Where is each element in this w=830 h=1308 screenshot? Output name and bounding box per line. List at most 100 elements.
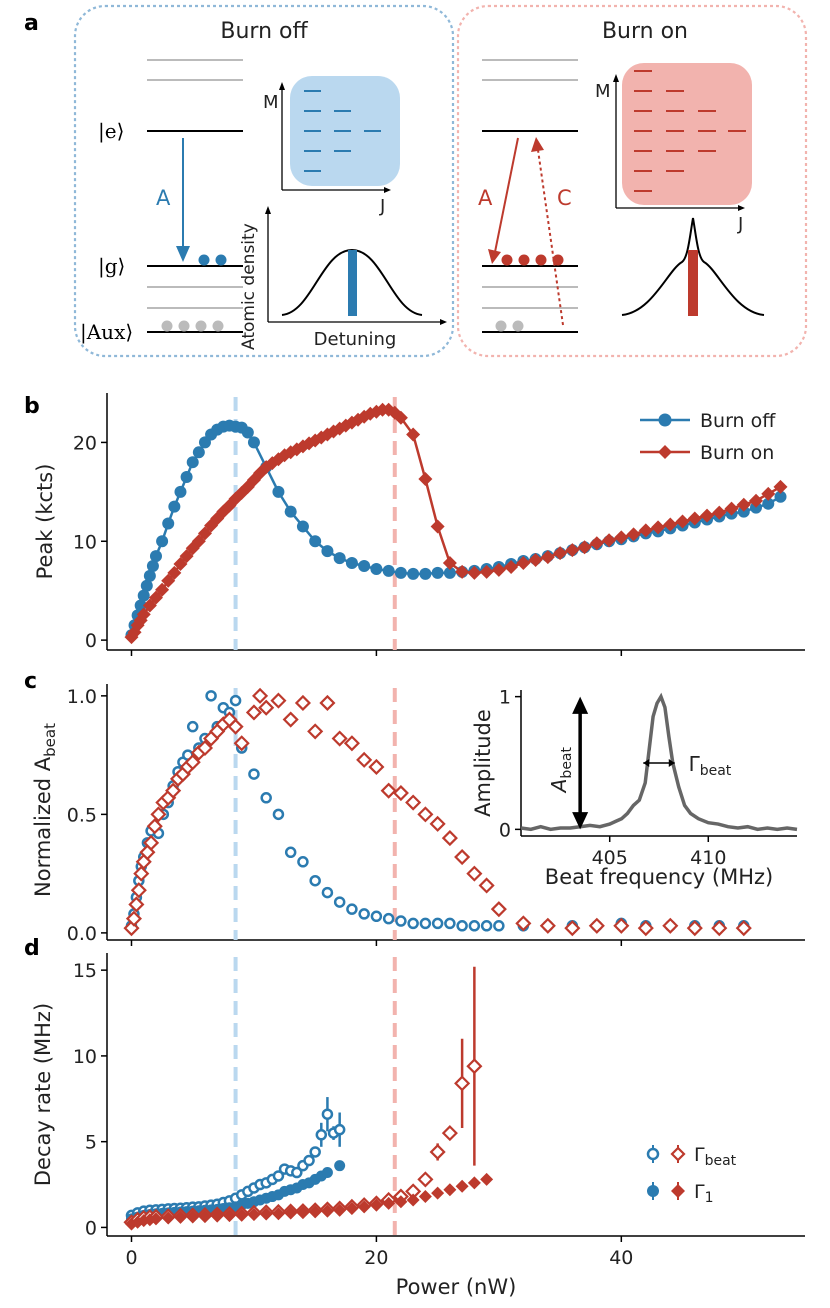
data-point — [260, 792, 272, 804]
gamma-beat-head — [668, 759, 675, 767]
legend-gamma-1-sub: 1 — [705, 1190, 714, 1206]
transition-a-label: A — [478, 186, 493, 210]
data-point — [320, 1204, 334, 1218]
data-point — [588, 917, 605, 934]
j-label: J — [737, 214, 743, 235]
legend-label-burn-off: Burn off — [700, 410, 776, 432]
atom-g — [518, 254, 530, 266]
state-g-label: |g⟩ — [98, 254, 125, 279]
data-point — [662, 917, 679, 934]
panel-c-ylabel: Normalized Abeat — [31, 723, 59, 897]
data-point — [186, 720, 199, 733]
data-point — [637, 920, 654, 937]
atom-aux — [161, 320, 173, 332]
j-axis-arrow — [738, 205, 745, 211]
data-point — [441, 830, 458, 847]
burn-off-spike — [348, 250, 357, 316]
x-tick-label: 405 — [592, 847, 628, 869]
legend-marker-beat-red — [670, 1146, 686, 1162]
data-point — [148, 590, 163, 605]
x-axis-title: Beat frequency (MHz) — [545, 865, 773, 889]
panel-a: a Burn off |e⟩ |g⟩ |Aux⟩ A M J — [24, 4, 808, 358]
burn-on-box — [456, 4, 808, 358]
data-point — [227, 718, 244, 735]
data-point — [480, 1172, 494, 1186]
data-point — [663, 517, 678, 532]
data-point — [272, 808, 285, 821]
density-label: Atomic density — [239, 223, 259, 350]
data-point — [651, 520, 666, 535]
data-point — [137, 589, 150, 602]
data-point — [418, 1190, 432, 1204]
data-point — [143, 834, 160, 851]
data-point — [394, 1195, 408, 1209]
data-point — [761, 486, 776, 501]
y-axis-title: Amplitude — [471, 709, 495, 817]
legend-marker-g1-blue — [647, 1185, 659, 1197]
data-point — [247, 1208, 261, 1222]
data-point — [165, 782, 182, 799]
data-point — [296, 1205, 310, 1219]
panel-letter-a: a — [24, 11, 39, 36]
data-point — [724, 501, 739, 516]
data-point — [735, 920, 752, 937]
burn-off-box — [73, 4, 455, 358]
data-point — [140, 579, 153, 592]
data-point — [272, 1170, 285, 1182]
data-point — [241, 426, 254, 439]
m-label: M — [595, 81, 611, 102]
data-point — [358, 908, 370, 920]
data-point — [155, 582, 170, 597]
y-tick-label: 0.0 — [67, 923, 97, 945]
legend-gamma-beat-sub: beat — [705, 1153, 737, 1169]
data-point — [130, 882, 147, 899]
data-point — [245, 704, 263, 721]
y-tick-label: 0 — [85, 630, 97, 652]
data-point — [380, 782, 397, 799]
data-point — [186, 1210, 200, 1224]
gamma-beat-label: Γbeat — [689, 752, 732, 779]
burn-on-spike — [688, 250, 698, 316]
data-point — [294, 694, 311, 712]
data-point — [334, 1160, 346, 1172]
data-point — [577, 540, 592, 555]
data-point — [773, 479, 788, 494]
data-point — [331, 730, 348, 747]
y-tick-label: 0 — [85, 1217, 97, 1239]
data-point — [516, 556, 531, 571]
transition-c-arrow — [537, 149, 564, 326]
y-axis-title: Peak (kcts) — [33, 464, 57, 580]
gamma-beat-head — [643, 759, 650, 767]
transition-c-arrowhead — [531, 137, 544, 152]
data-point — [343, 735, 360, 752]
x-tick-label: 410 — [690, 847, 726, 869]
legend-marker-g1-red — [671, 1184, 685, 1198]
y-tick-label: 0 — [499, 819, 511, 841]
data-point — [168, 500, 181, 513]
data-point — [174, 485, 187, 498]
j-axis-arrow — [384, 187, 391, 193]
atom-g — [198, 254, 210, 266]
data-point — [252, 687, 269, 704]
data-point — [179, 549, 194, 564]
data-point — [210, 1209, 224, 1223]
data-point — [358, 559, 371, 572]
data-point — [146, 559, 159, 572]
data-point — [161, 1211, 175, 1225]
data-point — [125, 910, 142, 927]
data-point — [700, 508, 715, 523]
data-point — [394, 566, 407, 579]
data-point — [186, 456, 199, 469]
data-point — [638, 523, 653, 538]
transition-c-label: C — [557, 186, 572, 210]
data-point — [589, 536, 604, 551]
data-point — [443, 566, 456, 579]
transition-a-label: A — [156, 186, 171, 210]
data-point — [393, 410, 408, 425]
legend-marker-beat-blue — [646, 1147, 660, 1161]
legend-gamma-1-main: Γ — [694, 1181, 705, 1203]
data-point — [368, 758, 385, 776]
transition-a-arrowhead — [488, 249, 501, 264]
data-point — [406, 427, 421, 442]
